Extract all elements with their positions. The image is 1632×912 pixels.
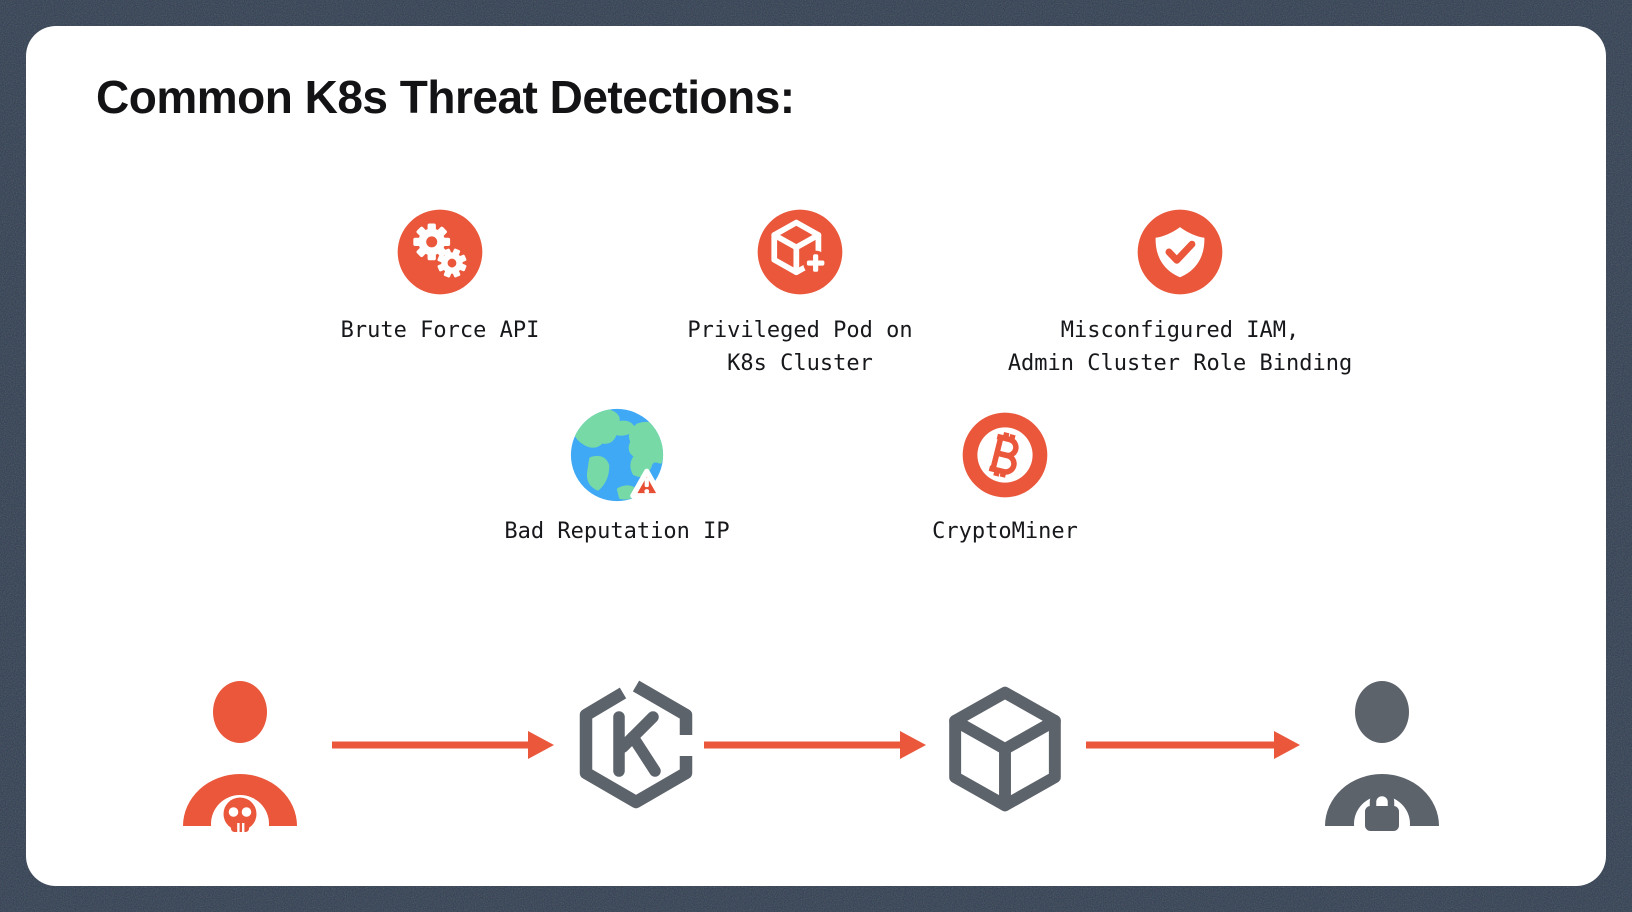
globe-warning-icon [570,408,664,502]
threat-item-brute-force: Brute Force API [230,206,650,347]
threat-item-bad-reputation-ip: Bad Reputation IP [407,407,827,548]
shield-check-icon [1137,209,1223,295]
page-title: Common K8s Threat Detections: [96,71,795,123]
attacker-skull-icon [183,681,297,853]
right-arrow-icon [704,731,926,759]
pod-cube-icon [949,686,1061,812]
bitcoin-icon [962,412,1048,498]
threat-label: Privileged Pod on K8s Cluster [687,318,913,376]
threat-item-cryptominer: CryptoMiner [795,409,1215,548]
right-arrow-icon [1086,731,1300,759]
threat-label: Bad Reputation IP [504,519,730,544]
flow-node-attacker [175,676,305,853]
content-card: Common K8s Threat Detections: [26,26,1606,886]
k8s-hexagon-icon [579,680,693,809]
right-arrow-icon [332,731,554,759]
gears-icon [397,209,483,295]
privileged-pod-icon [757,209,843,295]
threat-item-misconfigured-iam: Misconfigured IAM, Admin Cluster Role Bi… [950,206,1410,380]
threat-label: CryptoMiner [932,519,1078,544]
threat-label: Brute Force API [340,318,540,343]
flow-node-k8s-cluster [566,674,706,824]
threat-item-privileged-pod: Privileged Pod on K8s Cluster [590,206,1010,380]
threat-label: Misconfigured IAM, Admin Cluster Role Bi… [1007,318,1353,376]
flow-node-locked-user [1317,676,1447,852]
locked-user-icon [1325,681,1439,852]
flow-node-pod [940,684,1070,814]
